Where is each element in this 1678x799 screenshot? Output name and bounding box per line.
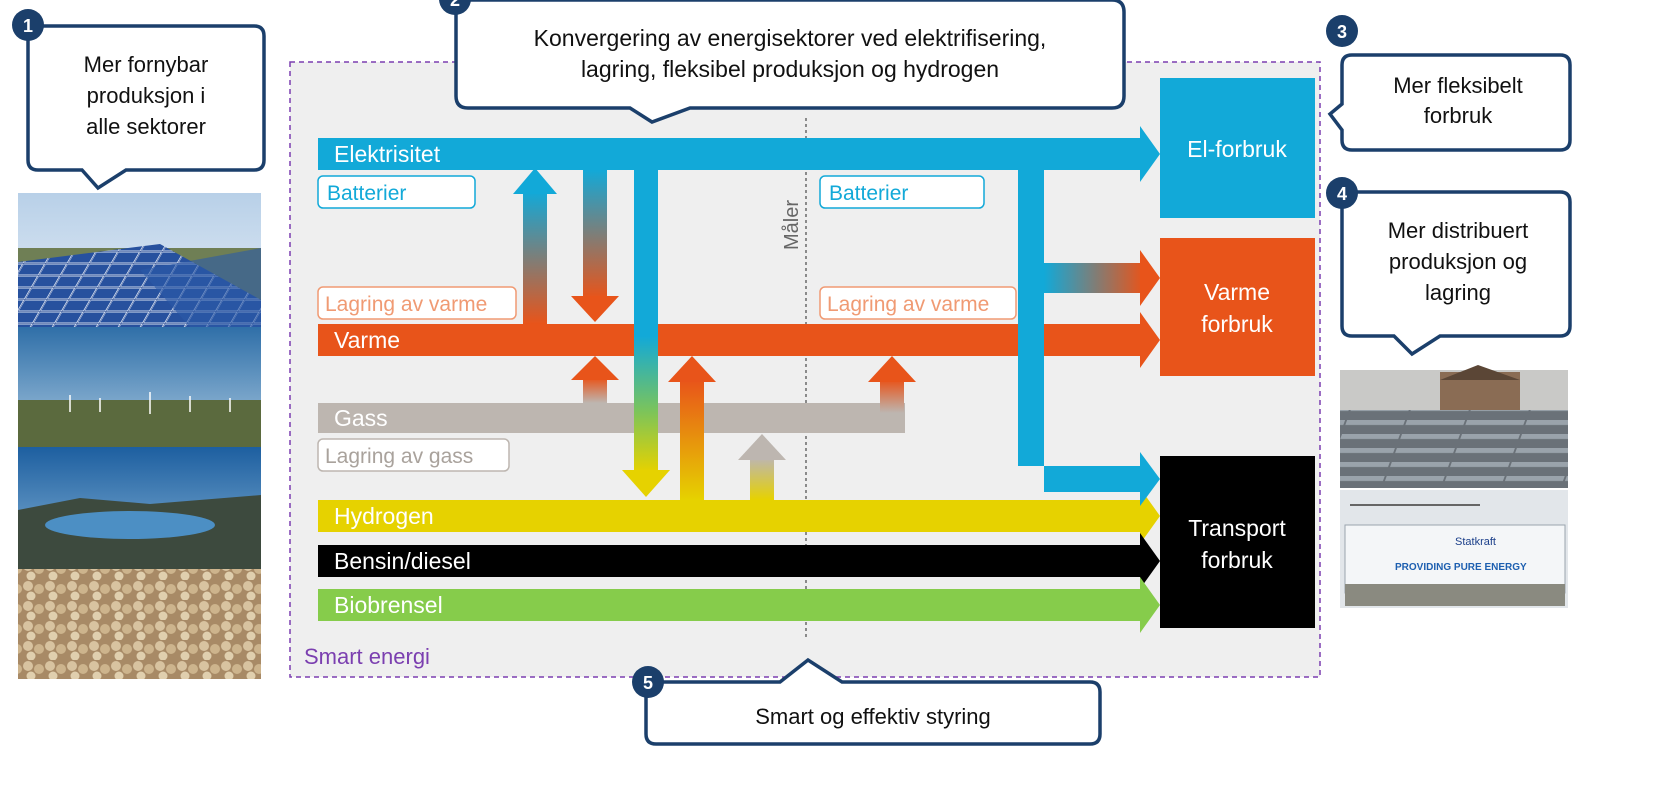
- callout-renewable: 1 Mer fornybar produksjon i alle sektore…: [12, 9, 266, 191]
- svg-text:PROVIDING PURE ENERGY: PROVIDING PURE ENERGY: [1395, 562, 1527, 573]
- svg-text:5: 5: [643, 673, 653, 693]
- heat-label: Varme: [334, 327, 400, 353]
- biofuel-flow: Biobrensel: [318, 577, 1160, 633]
- consumer-electricity: El-forbruk: [1160, 78, 1315, 218]
- svg-text:forbruk: forbruk: [1424, 103, 1493, 128]
- svg-text:Lagring av gass: Lagring av gass: [325, 445, 473, 468]
- svg-text:4: 4: [1337, 184, 1347, 204]
- hydrogen-label: Hydrogen: [334, 503, 434, 529]
- callout-distributed-production: 4 Mer distribuert produksjon og lagring: [1326, 177, 1572, 357]
- svg-text:Lagring av varme: Lagring av varme: [827, 293, 989, 316]
- svg-text:Mer distribuert: Mer distribuert: [1388, 218, 1529, 243]
- svg-text:forbruk: forbruk: [1201, 311, 1273, 337]
- svg-text:Statkraft: Statkraft: [1455, 536, 1496, 548]
- storage-heat-right: Lagring av varme: [819, 286, 1017, 320]
- gas-label: Gass: [334, 405, 388, 431]
- callout-badge-1: [12, 9, 44, 41]
- svg-text:1: 1: [23, 16, 33, 36]
- smart-energy-label: Smart energi: [304, 644, 430, 669]
- solar-panels-photo: [18, 193, 261, 327]
- svg-text:Transport: Transport: [1188, 515, 1286, 541]
- svg-text:El-forbruk: El-forbruk: [1187, 136, 1287, 162]
- hydrogen-flow: Hydrogen: [318, 488, 1160, 544]
- svg-text:produksjon i: produksjon i: [87, 83, 206, 108]
- heat-to-electricity-arrow: [513, 168, 557, 324]
- gas-to-heat-arrow: [571, 356, 619, 403]
- svg-text:forbruk: forbruk: [1201, 547, 1273, 573]
- callout-convergence: 2 Konvergering av energisektorer ved ele…: [439, 0, 1126, 124]
- callout-smart-control: 5 Smart og effektiv styring: [632, 657, 1102, 746]
- electricity-branch: [1018, 170, 1160, 506]
- hydrogen-to-heat-arrow: [668, 356, 716, 500]
- battery-container-photo: Statkraft PROVIDING PURE ENERGY: [1340, 490, 1568, 608]
- svg-text:Lagring av varme: Lagring av varme: [325, 293, 487, 316]
- svg-text:Batterier: Batterier: [829, 182, 908, 205]
- wind-farm-photo: [18, 327, 261, 447]
- svg-text:Varme: Varme: [1204, 279, 1270, 305]
- meter-label: Måler: [781, 200, 803, 250]
- callout-badge-5: [632, 666, 664, 698]
- svg-text:Smart og effektiv styring: Smart og effektiv styring: [755, 704, 991, 729]
- callout-badge-2: [439, 0, 471, 15]
- svg-text:3: 3: [1337, 22, 1347, 42]
- consumer-heat: Varme forbruk: [1160, 238, 1315, 376]
- wood-pellets-photo: [18, 569, 261, 679]
- solar-roof-photo: [1340, 365, 1568, 488]
- svg-text:produksjon og: produksjon og: [1389, 249, 1527, 274]
- petrol-diesel-flow: Bensin/diesel: [318, 533, 1160, 589]
- storage-gas: Lagring av gass: [317, 438, 510, 472]
- callout-flexible-consumption: 3 Mer fleksibelt forbruk: [1326, 15, 1572, 152]
- svg-text:Batterier: Batterier: [327, 182, 406, 205]
- storage-heat-left: Lagring av varme: [317, 286, 517, 320]
- callout-badge-4: [1326, 177, 1358, 209]
- gas-flow: Gass: [318, 403, 905, 433]
- svg-text:lagring, fleksibel produksjon: lagring, fleksibel produksjon og hydroge…: [581, 56, 999, 82]
- heat-flow: Varme: [318, 312, 1160, 368]
- svg-text:2: 2: [450, 0, 460, 10]
- consumer-transport: Transport forbruk: [1160, 456, 1315, 628]
- petrol-diesel-label: Bensin/diesel: [334, 548, 471, 574]
- callout-badge-3: [1326, 15, 1358, 47]
- storage-batteries-left: Batterier: [317, 175, 476, 209]
- electricity-label: Elektrisitet: [334, 141, 441, 167]
- electricity-to-heat-arrow: [571, 170, 619, 322]
- hydro-lake-photo: [18, 447, 261, 569]
- svg-text:Mer fleksibelt: Mer fleksibelt: [1393, 73, 1523, 98]
- svg-text:Konvergering av energisektorer: Konvergering av energisektorer ved elekt…: [534, 25, 1047, 51]
- svg-text:lagring: lagring: [1425, 280, 1491, 305]
- storage-batteries-right: Batterier: [819, 175, 985, 209]
- gas-to-heat-right-arrow: [868, 356, 916, 413]
- hydrogen-to-gas-arrow: [738, 434, 786, 500]
- electricity-to-hydrogen-arrow: [622, 170, 670, 497]
- electricity-flow: Elektrisitet: [318, 126, 1160, 182]
- svg-text:Mer fornybar: Mer fornybar: [84, 52, 209, 77]
- biofuel-label: Biobrensel: [334, 592, 443, 618]
- svg-text:alle sektorer: alle sektorer: [86, 114, 206, 139]
